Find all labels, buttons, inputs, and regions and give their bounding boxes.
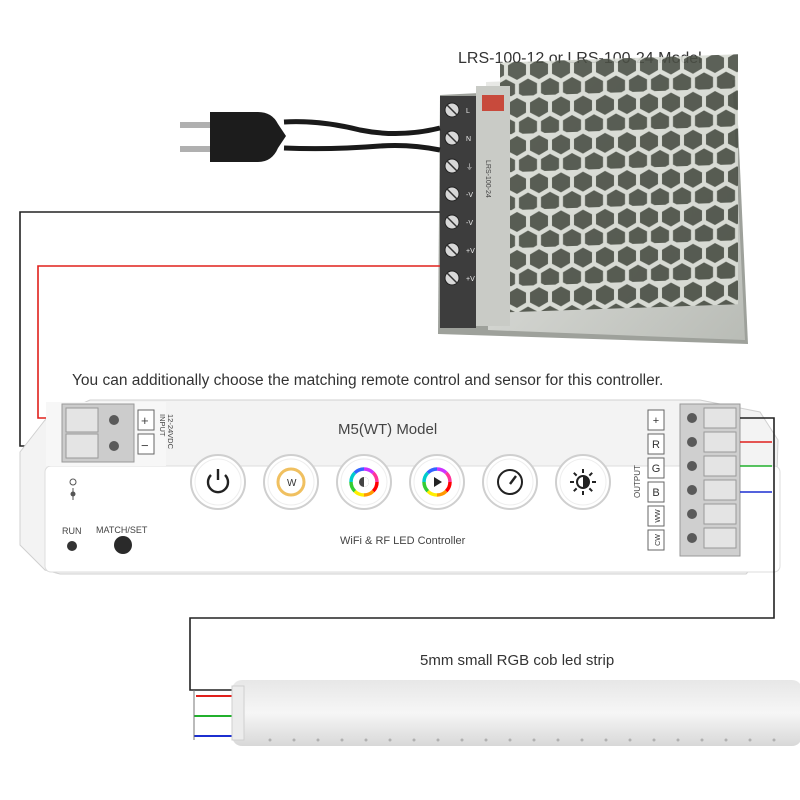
- speed-dial-icon: [497, 469, 523, 495]
- match-set-button[interactable]: [114, 536, 132, 554]
- output-pin-label-box: [647, 505, 665, 527]
- psu-terminal-label: L: [466, 108, 470, 115]
- power-supply: LRS-100-24 L N ⏚ -V -V +V +V: [438, 54, 748, 344]
- power-plug: [180, 112, 441, 162]
- psu-label-text: LRS-100-24: [484, 160, 491, 198]
- output-terminal-slot: [703, 503, 737, 525]
- match-set-label: MATCH/SET: [96, 525, 148, 535]
- output-pin-label-box: [647, 457, 665, 479]
- w-button-label: W: [287, 478, 297, 489]
- input-minus-label: −: [141, 438, 149, 453]
- input-voltage-label: 12-24VDC: [166, 414, 175, 450]
- output-label: OUTPUT: [633, 465, 642, 498]
- output-pin-label-box: [647, 409, 665, 431]
- output-pin-label-box: [647, 481, 665, 503]
- brightness-button[interactable]: [555, 454, 611, 510]
- output-terminal-slot: [703, 455, 737, 477]
- play-mode-button[interactable]: [409, 454, 465, 510]
- output-pin-label: B: [652, 487, 659, 499]
- controller-model-label: M5(WT) Model: [338, 421, 437, 438]
- psu-terminal-label: N: [466, 136, 471, 143]
- output-terminal-slot: [703, 431, 737, 453]
- output-pin-label: +: [653, 415, 659, 427]
- output-pin-label: CW: [655, 534, 662, 546]
- white-temperature-icon: W: [276, 467, 306, 497]
- input-positive-wire: [37, 265, 440, 419]
- white-temperature-button[interactable]: W: [263, 454, 319, 510]
- run-label: RUN: [62, 526, 82, 536]
- output-pin-label-box: [647, 529, 665, 551]
- output-pin-label: G: [652, 463, 661, 475]
- play-mode-icon: [422, 467, 452, 497]
- power-button[interactable]: [190, 454, 246, 510]
- remote-sensor-note: You can additionally choose the matching…: [72, 372, 664, 389]
- input-label: INPUT: [158, 414, 167, 437]
- psu-terminal-label: ⏚: [466, 163, 473, 171]
- output-pin-label-box: [647, 433, 665, 455]
- output-positive-wire: [189, 417, 775, 691]
- output-pin-label: WW: [655, 509, 662, 523]
- psu-terminal-block: [440, 96, 476, 328]
- power-icon: [206, 469, 230, 494]
- output-terminal-slot: [703, 479, 737, 501]
- output-pin-label: R: [652, 439, 660, 451]
- brightness-icon: [570, 469, 596, 495]
- color-wheel-button[interactable]: [336, 454, 392, 510]
- led-strip: [231, 680, 800, 746]
- psu-terminal-label: +V: [466, 248, 475, 255]
- input-plus-label: +: [141, 413, 149, 428]
- color-wheel-icon: [349, 467, 379, 497]
- psu-label-panel: [476, 86, 510, 326]
- psu-terminal-label: -V: [466, 220, 473, 227]
- speed-dial-button[interactable]: [482, 454, 538, 510]
- psu-terminal-label: -V: [466, 192, 473, 199]
- output-terminal-slot: [703, 407, 737, 429]
- psu-terminal-label: +V: [466, 276, 475, 283]
- led-controller: + − INPUT 12-24VDC M5(WT) Model WiFi & R…: [19, 399, 781, 575]
- run-indicator: [67, 541, 77, 551]
- controller-subtitle: WiFi & RF LED Controller: [340, 535, 466, 547]
- led-strip-title: 5mm small RGB cob led strip: [420, 652, 615, 669]
- output-terminal-slot: [703, 527, 737, 549]
